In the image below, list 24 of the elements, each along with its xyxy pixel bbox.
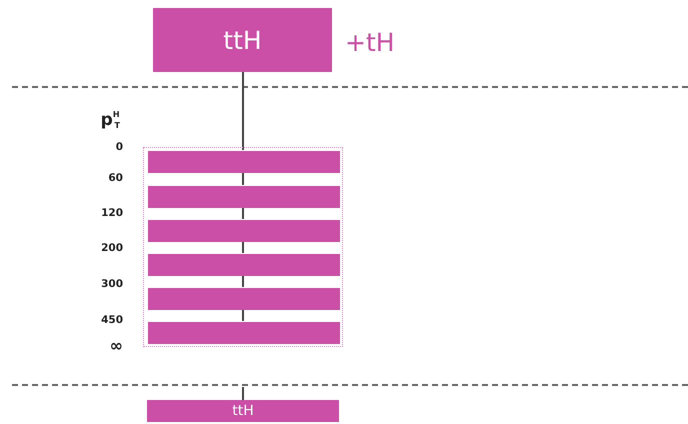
bin-edge-label: 0 bbox=[114, 141, 123, 153]
bin-bar bbox=[148, 151, 340, 173]
bin-bar bbox=[148, 288, 340, 310]
connector-line bbox=[242, 241, 244, 253]
bin-edge-label: 120 bbox=[100, 207, 123, 219]
connector-line bbox=[242, 207, 244, 219]
bin-edge-label: ∞ bbox=[108, 336, 123, 355]
bin-bar bbox=[148, 186, 340, 208]
bin-edge-label: 60 bbox=[107, 172, 123, 184]
bin-bar bbox=[148, 220, 340, 242]
connector-line bbox=[242, 275, 244, 287]
connector-line bbox=[242, 72, 244, 150]
connector-line bbox=[242, 387, 244, 400]
bin-edge-label: 300 bbox=[100, 278, 123, 290]
bin-edge-label: 200 bbox=[100, 242, 123, 254]
process-box: ttH bbox=[153, 8, 332, 72]
connector-line bbox=[242, 172, 244, 185]
bin-edge-label: 450 bbox=[100, 314, 123, 326]
category-bar: ttH bbox=[147, 400, 339, 422]
bin-bar bbox=[148, 254, 340, 276]
frame-box bbox=[143, 147, 343, 347]
node-caption: +tH bbox=[345, 28, 395, 57]
bin-bar bbox=[148, 322, 340, 344]
connector-line bbox=[242, 309, 244, 321]
